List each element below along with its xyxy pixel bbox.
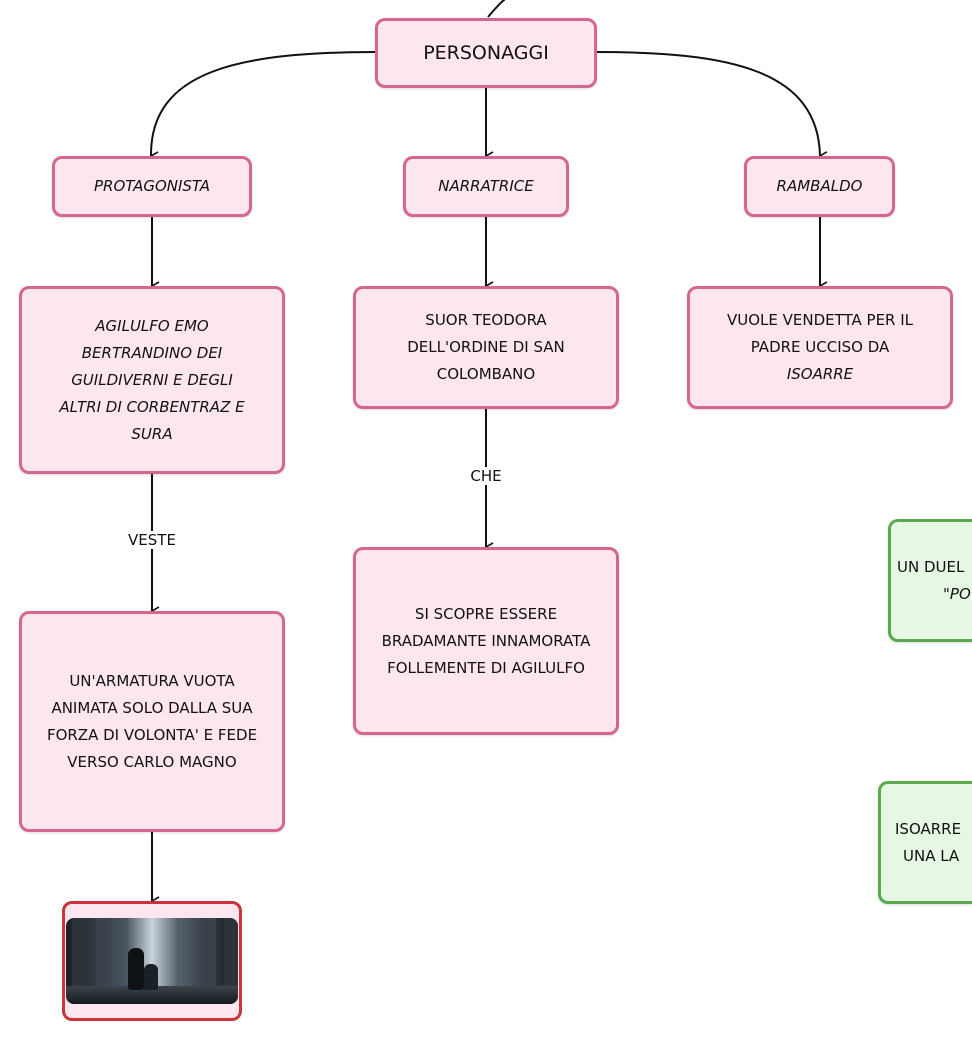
bradamante-line-3: FOLLEMENTE DI AGILULFO	[387, 658, 585, 677]
bradamante-line-1: SI SCOPRE ESSERE	[414, 604, 558, 623]
edge-into-root	[487, 0, 506, 18]
image-node-knight[interactable]	[62, 901, 242, 1021]
root-node-personaggi[interactable]: PERSONAGGI	[375, 18, 597, 88]
agilulfo-line-3: GUILDIVERNI E DEGLI	[71, 370, 233, 389]
node-agilulfo[interactable]: AGILULFO EMO BERTRANDINO DEI GUILDIVERNI…	[19, 286, 285, 474]
armatura-line-4: VERSO CARLO MAGNO	[67, 752, 237, 771]
teodora-line-1: SUOR TEODORA	[425, 311, 547, 329]
teodora-line-2: DELL'ORDINE DI SAN	[407, 338, 565, 356]
agilulfo-line-4: ALTRI DI CORBENTRAZ E	[59, 397, 245, 416]
node-duel-partial[interactable]: UN DUEL "PO	[888, 519, 972, 642]
isoarre-line-1: ISOARRE	[895, 819, 962, 838]
node-bradamante[interactable]: SI SCOPRE ESSERE BRADAMANTE INNAMORATA F…	[353, 547, 619, 735]
protagonista-label: PROTAGONISTA	[94, 177, 210, 195]
isoarre-line-2: UNA LA	[903, 846, 960, 865]
narratrice-label: NARRATRICE	[438, 177, 534, 195]
agilulfo-line-1: AGILULFO EMO	[95, 316, 209, 335]
duel-line-2: "PO	[943, 584, 971, 603]
teodora-line-3: COLOMBANO	[436, 365, 536, 383]
node-isoarre-partial[interactable]: ISOARRE UNA LA	[878, 781, 972, 904]
knight-armor-image	[66, 918, 238, 1004]
bradamante-line-2: BRADAMANTE INNAMORATA	[381, 631, 591, 650]
root-label: PERSONAGGI	[423, 41, 549, 64]
agilulfo-line-2: BERTRANDINO DEI	[81, 343, 223, 362]
duel-line-1: UN DUEL	[897, 557, 965, 576]
node-rambaldo[interactable]: RAMBALDO	[744, 156, 895, 217]
node-protagonista[interactable]: PROTAGONISTA	[52, 156, 252, 217]
agilulfo-line-5: SURA	[131, 424, 173, 443]
armatura-line-3: FORZA DI VOLONTA' E FEDE	[46, 725, 258, 744]
edge-root-protagonista	[149, 51, 378, 161]
armatura-line-1: UN'ARMATURA VUOTA	[69, 671, 235, 690]
node-teodora[interactable]: SUOR TEODORA DELL'ORDINE DI SAN COLOMBAN…	[353, 286, 619, 409]
edge-root-rambaldo	[595, 51, 828, 161]
edge-label-veste: VESTE	[126, 531, 178, 549]
vendetta-line-1: VUOLE VENDETTA PER IL	[726, 311, 914, 329]
node-narratrice[interactable]: NARRATRICE	[403, 156, 569, 217]
edge-label-che: CHE	[468, 467, 504, 485]
armatura-line-2: ANIMATA SOLO DALLA SUA	[51, 698, 253, 717]
node-vendetta[interactable]: VUOLE VENDETTA PER IL PADRE UCCISO DA IS…	[687, 286, 953, 409]
vendetta-line-3: ISOARRE	[786, 365, 854, 383]
node-armatura[interactable]: UN'ARMATURA VUOTA ANIMATA SOLO DALLA SUA…	[19, 611, 285, 832]
vendetta-line-2: PADRE UCCISO DA	[750, 338, 890, 356]
rambaldo-label: RAMBALDO	[776, 177, 863, 195]
